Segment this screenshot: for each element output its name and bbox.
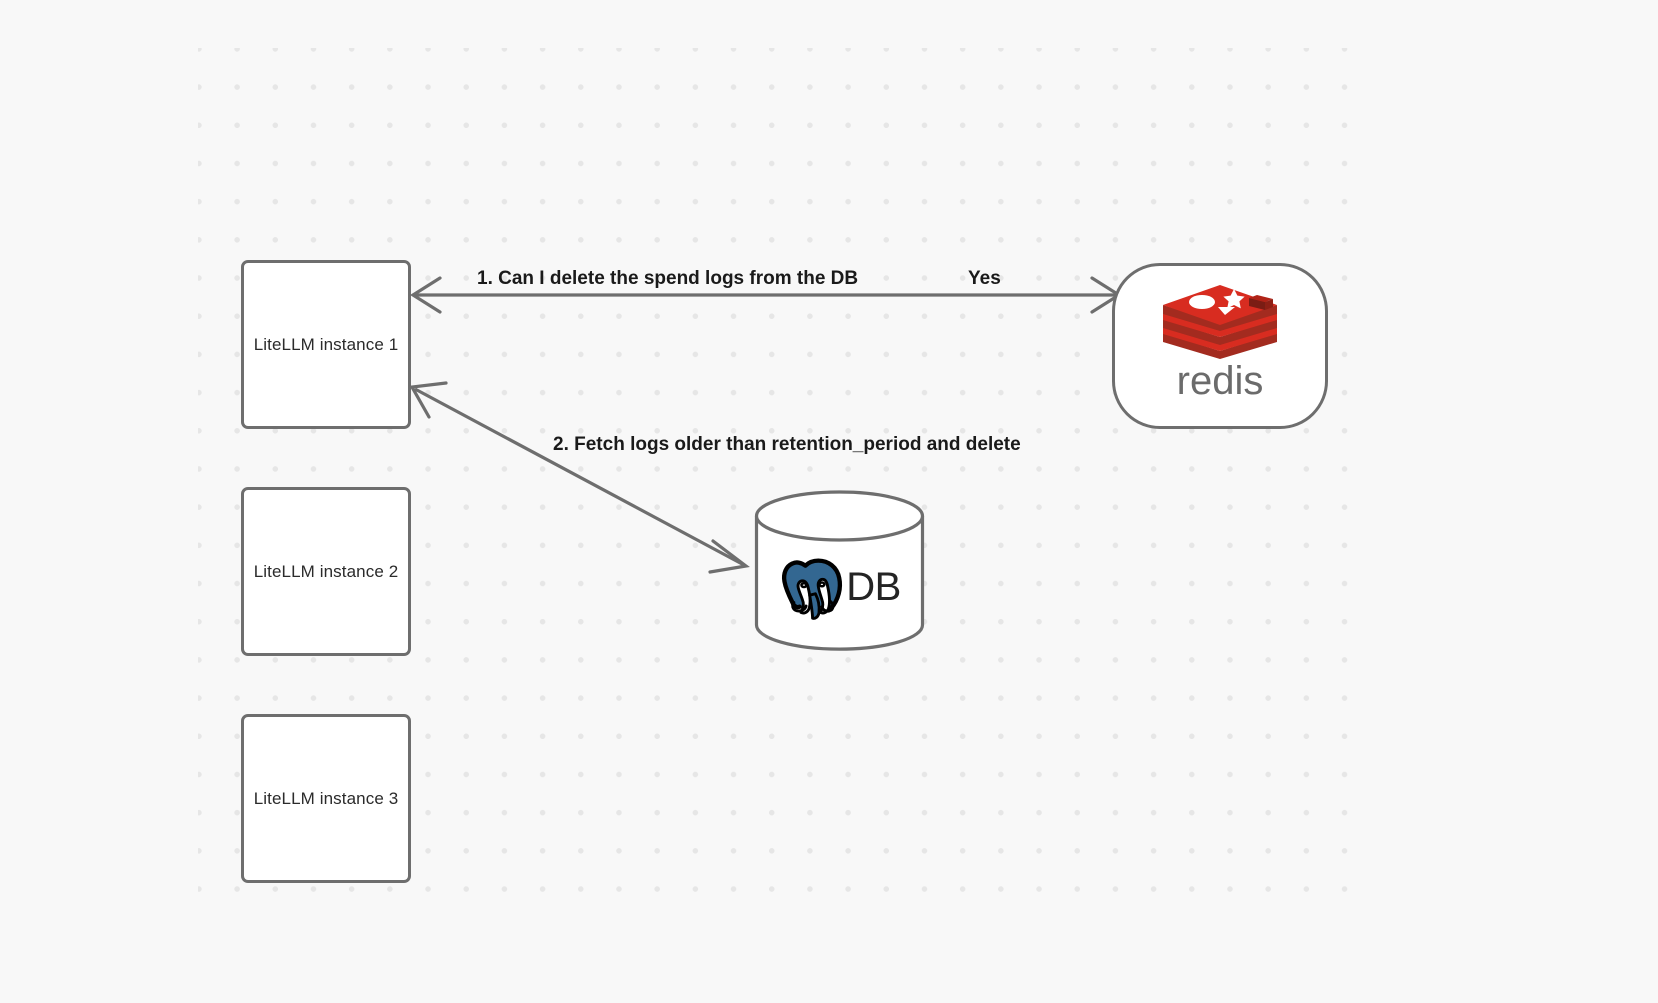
cylinder-shape [754,490,925,651]
redis-wordmark-text: redis [1177,361,1264,403]
node-litellm-instance-1[interactable]: LiteLLM instance 1 [241,260,411,429]
node-litellm-instance-2[interactable]: LiteLLM instance 2 [241,487,411,656]
redis-wordmark: redis [1177,361,1264,403]
edge-label-step-2: 2. Fetch logs older than retention_perio… [553,434,1021,455]
redis-logo-icon [1163,285,1277,359]
node-database[interactable]: DB [754,490,925,651]
node-label: LiteLLM instance 1 [253,334,399,354]
node-label: LiteLLM instance 3 [253,788,399,808]
edge-db-to-litellm1 [409,381,750,574]
edge-label-step-1-response: Yes [968,268,1001,289]
edge-label-step-1: 1. Can I delete the spend logs from the … [477,268,859,289]
node-litellm-instance-3[interactable]: LiteLLM instance 3 [241,714,411,883]
node-label: LiteLLM instance 2 [253,561,399,581]
node-redis[interactable]: redis [1112,263,1328,429]
